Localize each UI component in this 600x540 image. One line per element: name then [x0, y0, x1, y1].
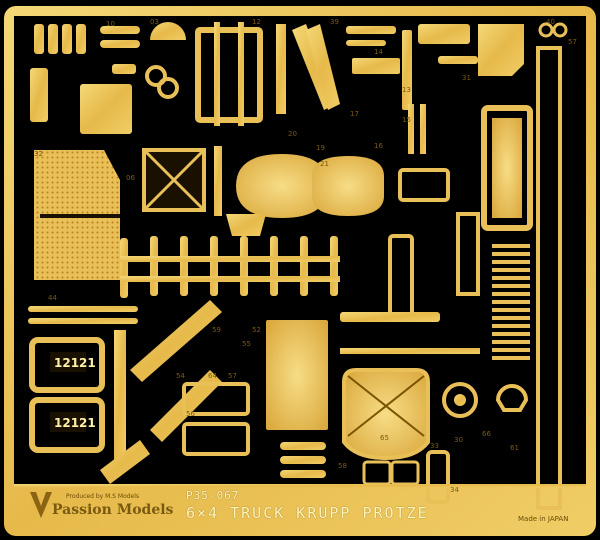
part-number: 06: [126, 174, 135, 182]
part-group-center: [142, 104, 450, 236]
part-number: 20: [288, 130, 297, 138]
part-number: 64: [208, 372, 217, 380]
dotted-floor-panel: [34, 150, 120, 280]
grille-parts: [182, 320, 480, 478]
part-number: 12: [252, 18, 261, 26]
part-number: 32: [34, 150, 43, 158]
part-number: 65: [380, 434, 389, 442]
part-number: 56: [186, 410, 195, 418]
part-group-top-right: [478, 22, 568, 510]
plate-marking: 12121: [54, 356, 96, 370]
part-number: 55: [242, 340, 251, 348]
part-number: 52: [252, 326, 261, 334]
part-group-top-center: [195, 22, 478, 126]
part-number: 40: [546, 18, 555, 26]
producer-note: Produced by M.S Models: [66, 493, 140, 500]
plate-marking: 12121: [54, 416, 96, 430]
fret-title: 6×4 TRUCK KRUPP PROTZE: [186, 504, 429, 522]
part-number: 54: [176, 372, 185, 380]
part-number: 61: [510, 444, 519, 452]
coil-spring: [492, 244, 530, 360]
hatch-and-wheels: [342, 368, 529, 504]
linkage-row: [28, 212, 480, 324]
part-number: 39: [330, 18, 339, 26]
part-number: 19: [316, 144, 325, 152]
part-number: 17: [350, 110, 359, 118]
part-number: 30: [454, 436, 463, 444]
part-number: 03: [150, 18, 159, 26]
sprue-gates: [14, 484, 586, 488]
part-number: 57: [228, 372, 237, 380]
part-number: 34: [450, 486, 459, 494]
product-code: P35-067: [186, 489, 240, 502]
part-number: 59: [212, 326, 221, 334]
part-number: 66: [482, 430, 491, 438]
part-number: 57: [568, 38, 577, 46]
part-number: 16: [374, 142, 383, 150]
part-number: 13: [402, 86, 411, 94]
origin-label: Made in JAPAN: [518, 515, 569, 523]
part-number: 10: [106, 20, 115, 28]
part-number: 33: [430, 442, 439, 450]
part-number: 58: [338, 462, 347, 470]
part-number: 15: [402, 116, 411, 124]
part-group-top-left: [30, 22, 186, 134]
part-number: 31: [462, 74, 471, 82]
part-number: 44: [48, 294, 57, 302]
passion-models-logo: [30, 492, 52, 518]
license-plates: [29, 330, 126, 460]
brand-name: Passion Models: [52, 502, 174, 518]
part-number: 14: [374, 48, 383, 56]
part-number: 21: [320, 160, 329, 168]
